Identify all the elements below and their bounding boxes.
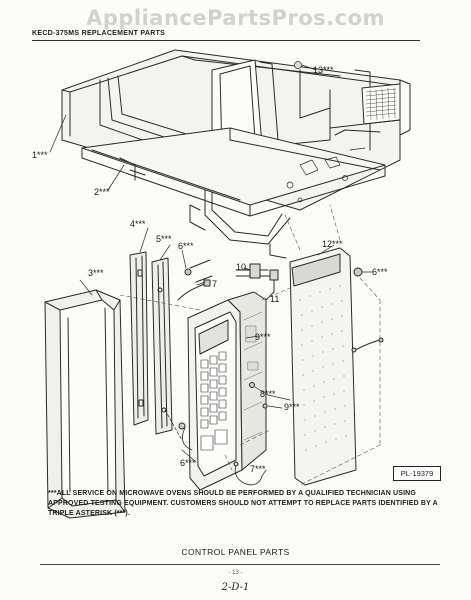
base-plate (81, 127, 386, 259)
control-panel-assembly (187, 269, 271, 491)
page-header: KECD-375MS REPLACEMENT PARTS (32, 30, 166, 37)
callout-9-center: 9*** (255, 332, 271, 342)
callout-11: 11 (270, 294, 279, 304)
callout-5: 5*** (156, 234, 172, 244)
callout-6-right: 6*** (372, 267, 388, 277)
watermark: AppliancePartsPros.com (86, 6, 385, 30)
callout-13: 13*** (313, 65, 334, 75)
handwritten-code: 2-D-1 (221, 582, 250, 593)
callout-2: 2*** (94, 187, 110, 197)
page-number: - 13 - (228, 570, 243, 576)
callout-6-bottom: 6*** (180, 458, 196, 468)
switch-11 (265, 269, 279, 301)
control-panel-frame-12 (289, 244, 357, 486)
latch-10 (243, 263, 261, 279)
service-warning-note: ***ALL SERVICE ON MICROWAVE OVENS SHOULD… (48, 490, 438, 517)
callout-labels: 1*** 2*** 3*** 4*** 5*** 6*** 7 10 11 9*… (32, 65, 388, 474)
callout-7-bottom: 7*** (250, 464, 266, 474)
assembly-lines (119, 204, 381, 486)
callout-10: 10 (236, 262, 246, 272)
callout-3: 3*** (88, 268, 104, 278)
callout-4: 4*** (130, 219, 146, 229)
plate-code-box: PL-19379 (393, 466, 441, 481)
callout-12: 12*** (322, 239, 343, 249)
lower-hardware (178, 335, 291, 486)
bottom-rule (40, 564, 440, 565)
side-bracket-4 (129, 251, 149, 426)
section-title: CONTROL PANEL PARTS (181, 547, 290, 557)
side-bracket-5 (151, 257, 173, 435)
upper-leaders (49, 61, 317, 191)
header-rule (32, 40, 420, 41)
callout-7-top: 7 (212, 279, 217, 289)
callout-6-top: 6*** (178, 241, 194, 251)
front-trim-panel (44, 289, 126, 519)
wire-harness-7 (177, 279, 211, 301)
screw-6-right (353, 267, 373, 277)
callout-1: 1*** (32, 150, 48, 160)
wire-9-right (351, 337, 384, 353)
callout-8: 8*** (260, 389, 276, 399)
callout-9-right: 9*** (284, 402, 300, 412)
screw-6-top (184, 259, 213, 283)
vent-grille (365, 87, 397, 121)
